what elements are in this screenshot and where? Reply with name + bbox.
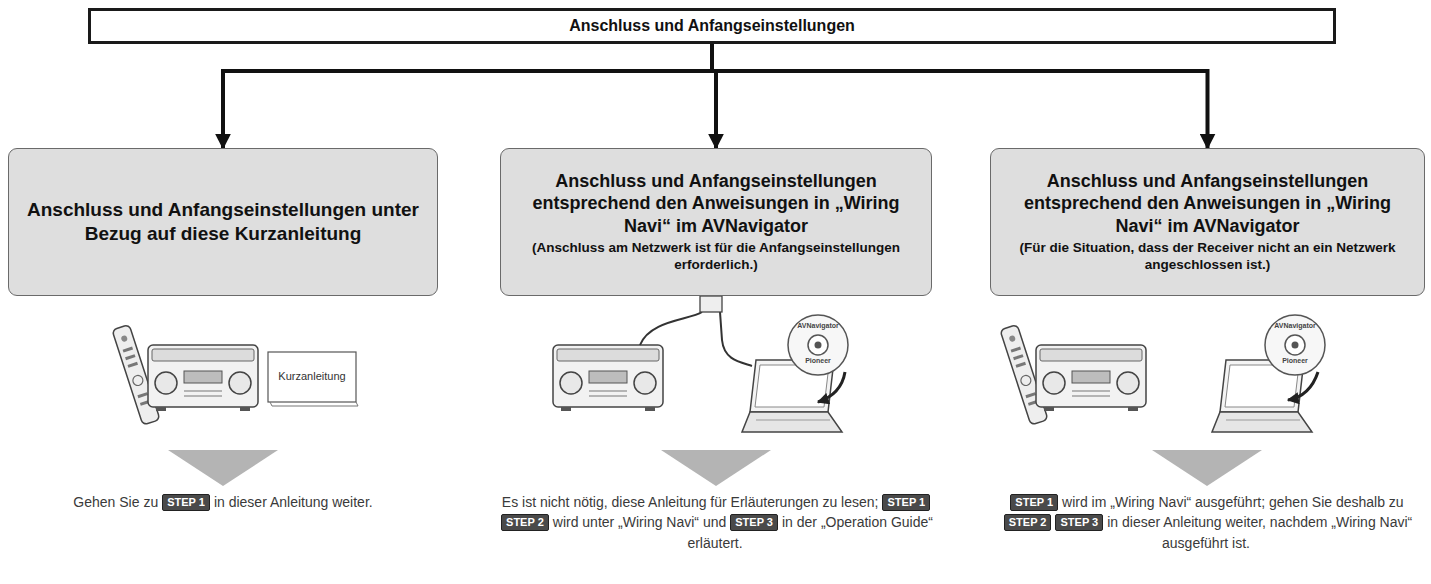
branch-arrow: [223, 44, 712, 148]
booklet-edge: [270, 402, 358, 406]
box-note: (Für die Situation, dass der Receiver ni…: [1003, 240, 1412, 274]
step-badge: STEP 3: [1055, 514, 1103, 531]
disc-label: AVNavigator: [795, 322, 841, 330]
instruction-text: STEP 1wird im „Wiring Navi“ ausgeführt; …: [997, 492, 1417, 553]
step-badge: STEP 3: [730, 514, 778, 531]
box-heading: Anschluss und Anfangseinstellungen entsp…: [1003, 170, 1412, 238]
instruction-text: Gehen Sie zuSTEP 1in dieser Anleitung we…: [13, 492, 433, 512]
instruction-text: Es ist nicht nötig, diese Anleitung für …: [496, 492, 936, 553]
network-cable: [720, 312, 752, 366]
step-badge: STEP 2: [501, 514, 549, 531]
box-heading: Anschluss und Anfangseinstellungen unter…: [21, 198, 425, 246]
branch-arrow: [712, 44, 1208, 148]
instruction-phrase: Gehen Sie zu: [73, 494, 158, 510]
down-triangle: [168, 450, 278, 486]
box-heading: Anschluss und Anfangseinstellungen: [569, 17, 855, 35]
title-box: Anschluss und Anfangseinstellungen: [88, 8, 1336, 44]
disc-arrow: [1288, 372, 1318, 400]
disc-label: Pioneer: [1272, 357, 1318, 365]
option-box: Anschluss und Anfangseinstellungen entsp…: [500, 148, 932, 296]
box-heading: Anschluss und Anfangseinstellungen entsp…: [513, 170, 919, 238]
instruction-phrase: Es ist nicht nötig, diese Anleitung für …: [502, 494, 879, 510]
instruction-phrase: wird im „Wiring Navi“ ausgeführt; gehen …: [1062, 494, 1404, 510]
down-triangle: [1152, 450, 1262, 486]
option-box: Anschluss und Anfangseinstellungen unter…: [8, 148, 438, 296]
instruction-phrase: wird unter „Wiring Navi“ und: [553, 514, 727, 530]
step-badge: STEP 1: [162, 494, 210, 511]
network-cable: [640, 312, 702, 345]
option-box: Anschluss und Anfangseinstellungen entsp…: [990, 148, 1425, 296]
instruction-phrase: in dieser Anleitung weiter, nachdem „Wir…: [1107, 514, 1412, 550]
booklet: [268, 352, 356, 402]
disc-label: AVNavigator: [1272, 322, 1318, 330]
step-badge: STEP 2: [1004, 514, 1052, 531]
step-badge: STEP 1: [1010, 494, 1058, 511]
box-note: (Anschluss am Netzwerk ist für die Anfan…: [513, 240, 919, 274]
step-badge: STEP 1: [882, 494, 930, 511]
down-triangle: [661, 450, 771, 486]
disc-arrow: [818, 372, 845, 402]
disc-label: Pioneer: [795, 357, 841, 365]
router: [700, 296, 722, 312]
instruction-phrase: in dieser Anleitung weiter.: [214, 494, 373, 510]
booklet-label: Kurzanleitung: [270, 370, 354, 382]
